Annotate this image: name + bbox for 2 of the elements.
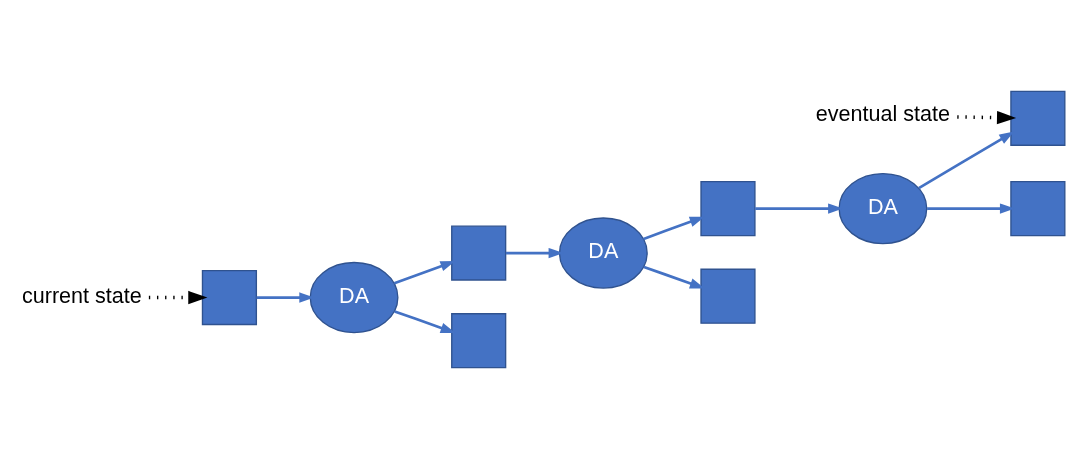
node-text: current state: [22, 282, 142, 308]
node-text: eventual state: [815, 100, 950, 126]
